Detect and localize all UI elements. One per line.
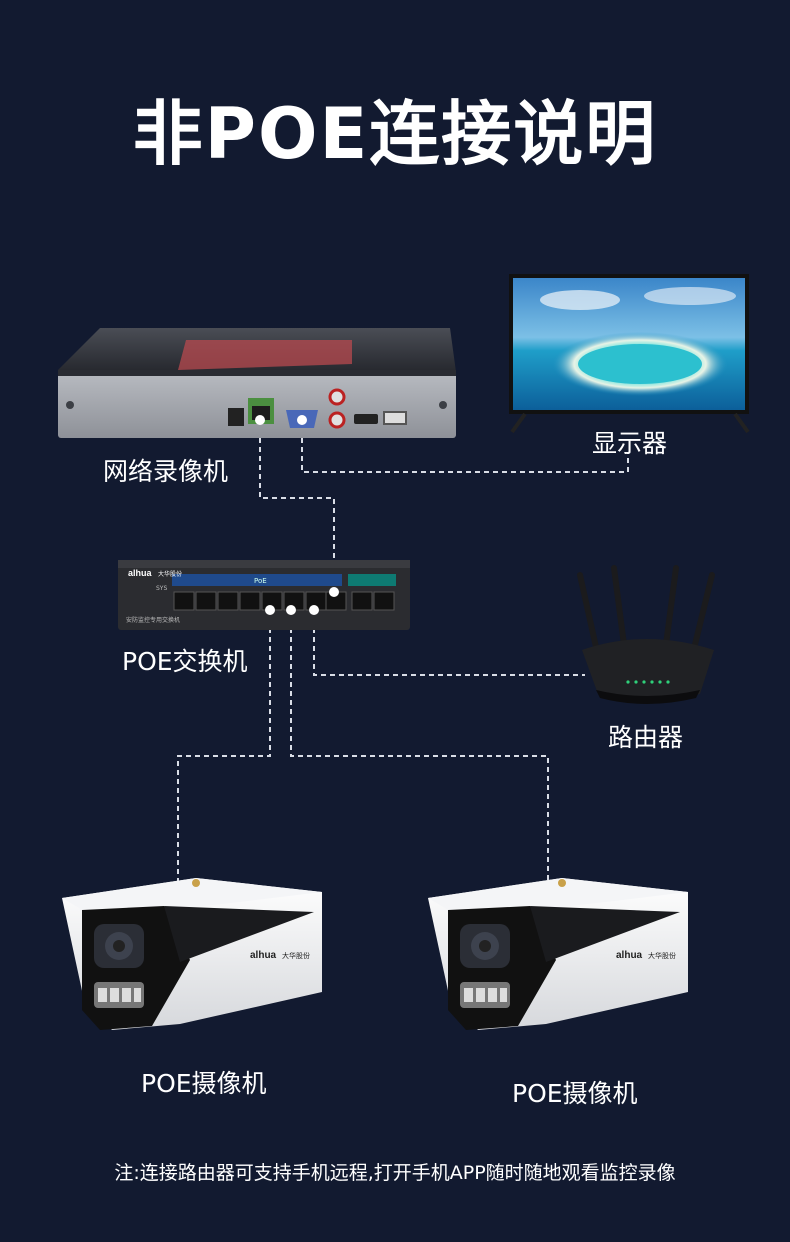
hdmi-port <box>354 414 378 424</box>
switch-poe-strip: PoE <box>254 577 267 585</box>
power-port <box>228 408 244 426</box>
router-device <box>577 565 715 704</box>
page-title: 非POE连接说明 <box>132 93 658 175</box>
wire-vga-to-monitor <box>301 420 629 473</box>
switch-label: POE交换机 <box>122 647 248 676</box>
camera-left-brand: alhua <box>250 950 277 961</box>
usb-port <box>383 411 407 425</box>
camera-right-brand: alhua <box>616 950 643 961</box>
wire-switch-to-router <box>313 610 585 676</box>
wire-switch-to-right-camera <box>290 610 549 885</box>
footer-note: 注:连接路由器可支持手机远程,打开手机APP随时随地观看监控录像 <box>114 1162 676 1184</box>
monitor-device <box>509 274 750 434</box>
wire-lines <box>177 420 629 885</box>
wire-nvr-to-switch <box>259 420 335 592</box>
switch-brand: alhua <box>128 568 153 578</box>
camera-left-device: alhua 大华股份 <box>62 878 322 1030</box>
wire-switch-to-left-camera <box>177 610 271 885</box>
nvr-device <box>58 328 456 438</box>
poe-switch-device: alhua 大华股份 PoE SYS 安防监控专用交换机 <box>118 560 410 630</box>
camera-right-label: POE摄像机 <box>512 1079 638 1108</box>
camera-right-device: alhua 大华股份 <box>428 878 688 1030</box>
switch-sys: SYS <box>156 585 167 592</box>
monitor-label: 显示器 <box>592 429 668 458</box>
router-label: 路由器 <box>608 723 684 752</box>
switch-caption: 安防监控专用交换机 <box>126 616 180 624</box>
camera-right-brand-cn: 大华股份 <box>648 951 676 960</box>
camera-left-label: POE摄像机 <box>141 1069 267 1098</box>
switch-brand-cn: 大华股份 <box>158 570 182 578</box>
nvr-label: 网络录像机 <box>103 457 229 486</box>
camera-left-brand-cn: 大华股份 <box>282 951 310 960</box>
